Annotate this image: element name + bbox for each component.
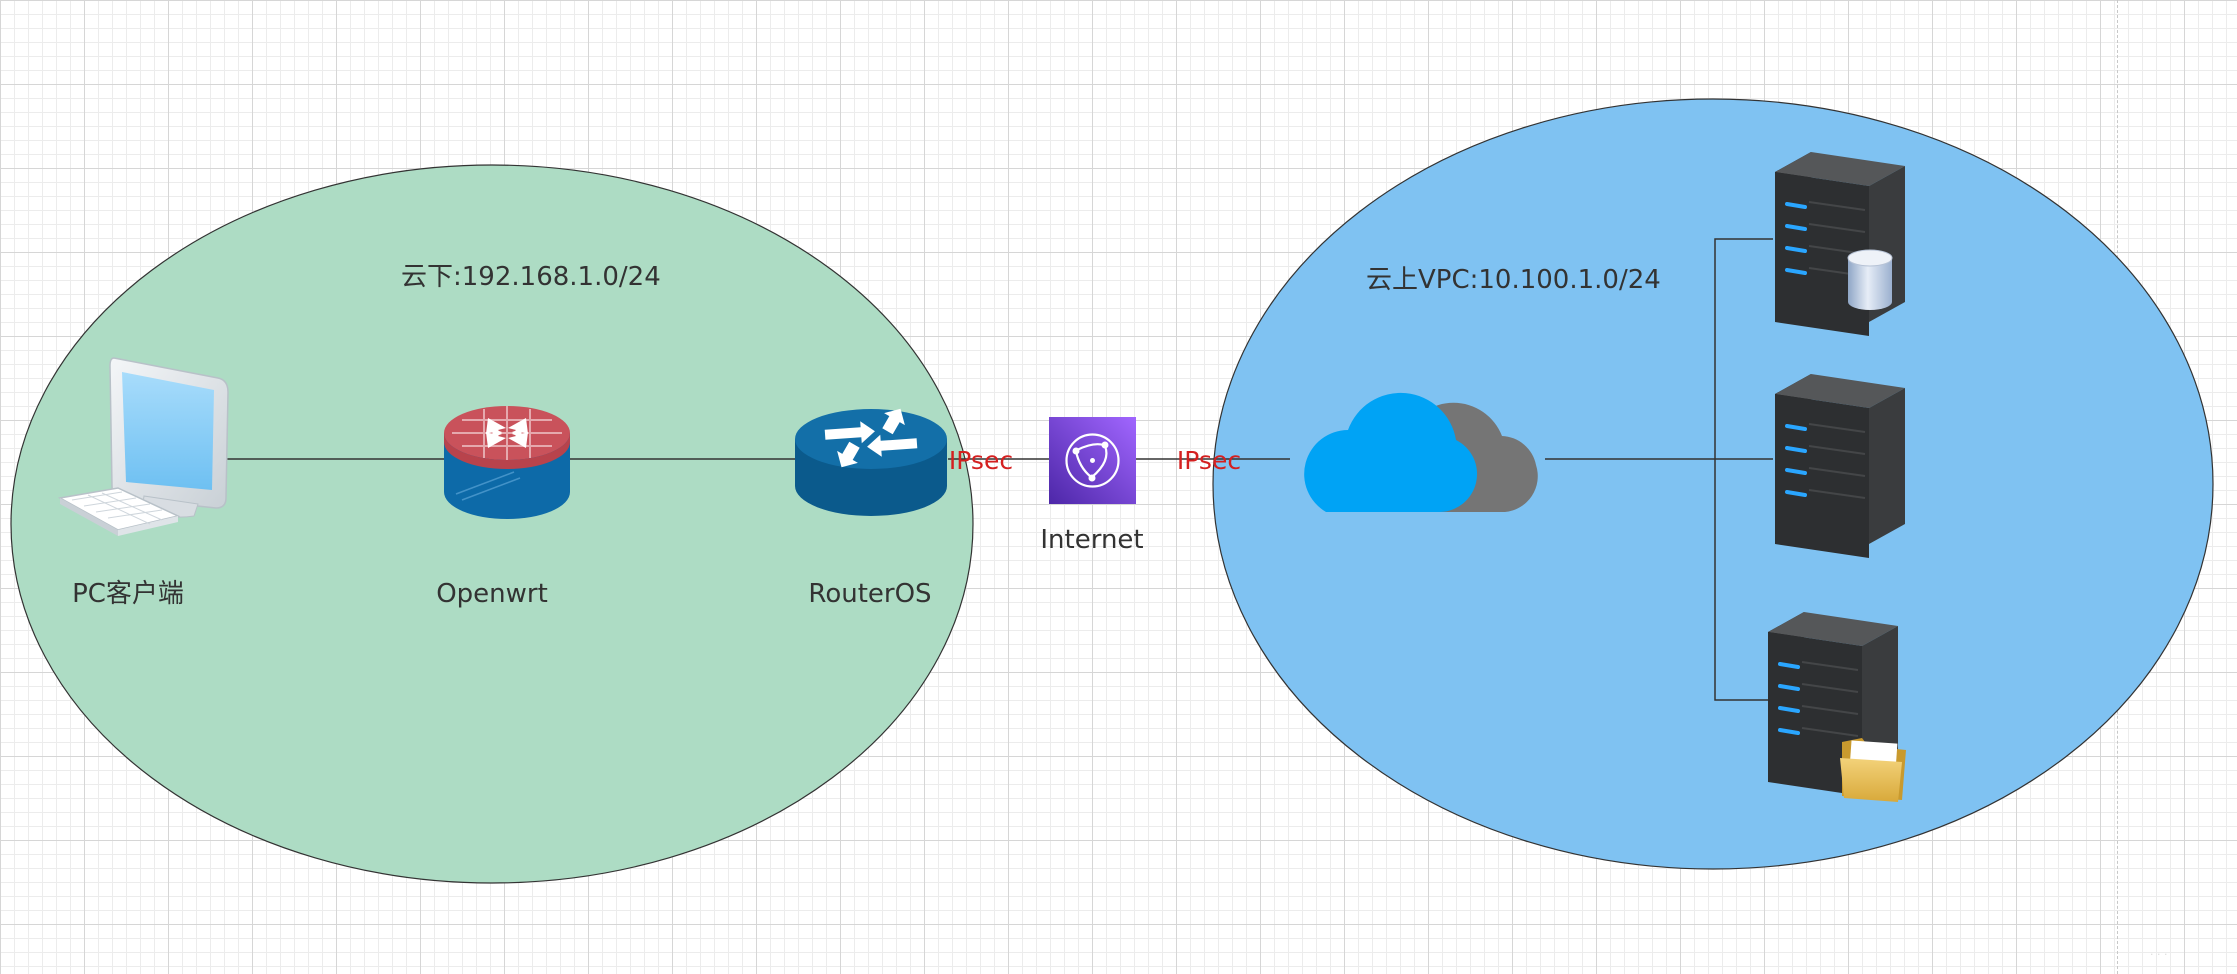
cloud-vpc-zone-label: 云上VPC:10.100.1.0/24 bbox=[1366, 265, 1661, 295]
on-premise-zone-label: 云下:192.168.1.0/24 bbox=[401, 262, 661, 292]
openwrt-label: Openwrt bbox=[436, 579, 548, 609]
database-server-icon bbox=[1773, 150, 1907, 338]
router-icon bbox=[795, 408, 947, 516]
file-server-icon bbox=[1766, 610, 1906, 802]
pc-label: PC客户端 bbox=[72, 579, 184, 609]
firewall-router-icon bbox=[444, 406, 570, 519]
on-premise-zone bbox=[10, 164, 974, 884]
ipsec-left-label: IPsec bbox=[949, 446, 1013, 475]
routeros-label: RouterOS bbox=[808, 579, 931, 609]
server-icon bbox=[1773, 372, 1907, 560]
connection-lines bbox=[222, 238, 1773, 701]
pc-icon bbox=[57, 357, 229, 536]
cloud-vpc-zone bbox=[1212, 98, 2214, 870]
watermark: · · · bbox=[2150, 948, 2167, 961]
ipsec-right-label: IPsec bbox=[1177, 446, 1241, 475]
cloud-icon bbox=[1304, 392, 1538, 512]
internet-label: Internet bbox=[1040, 525, 1143, 555]
cloudfront-icon bbox=[1049, 417, 1136, 504]
